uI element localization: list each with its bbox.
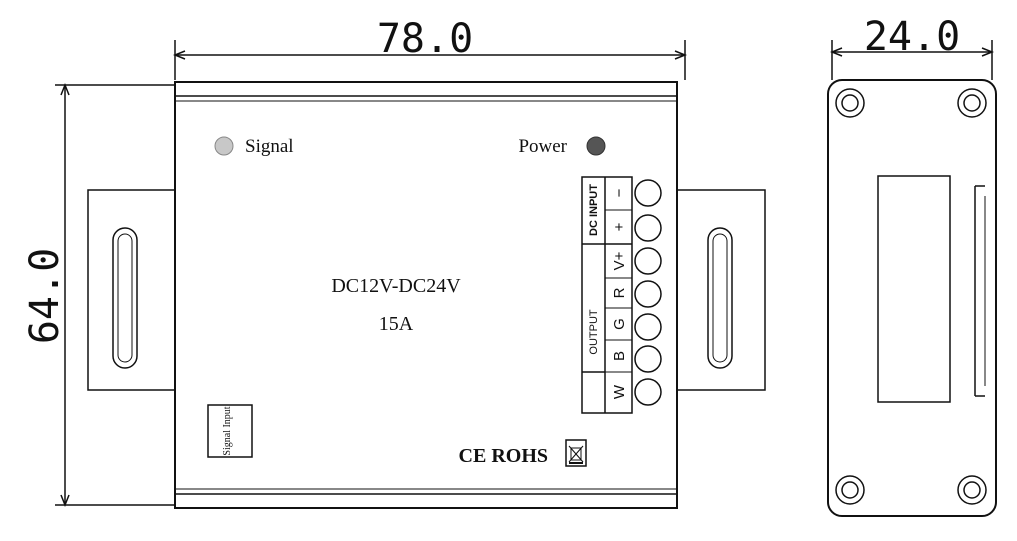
mounting-hole-top-right bbox=[957, 88, 987, 118]
terminal-block bbox=[581, 176, 633, 414]
width-dimension-value: 78.0 bbox=[377, 16, 473, 62]
terminal-screws bbox=[634, 179, 662, 406]
width-dimension bbox=[172, 40, 688, 80]
mounting-hole-bottom-right bbox=[957, 475, 987, 505]
mounting-hole-bottom-left bbox=[835, 475, 865, 505]
terminal-label: W bbox=[611, 384, 628, 399]
terminal-labels: − + V+ R G B W bbox=[611, 188, 628, 399]
terminal-screw-icon bbox=[634, 214, 662, 242]
terminal-screw-icon bbox=[634, 345, 662, 373]
terminal-label: B bbox=[611, 351, 628, 361]
terminal-screw-icon bbox=[634, 378, 662, 406]
output-label: OUTPUT bbox=[588, 309, 600, 355]
height-dimension-value: 64.0 bbox=[22, 248, 68, 344]
dc-input-label: DC INPUT bbox=[588, 184, 600, 236]
terminal-label: + bbox=[611, 222, 628, 231]
height-dimension bbox=[55, 82, 175, 508]
voltage-rating: DC12V-DC24V bbox=[331, 275, 461, 297]
power-led-icon bbox=[586, 136, 606, 156]
signal-label: Signal bbox=[245, 136, 294, 157]
terminal-screw-icon bbox=[634, 179, 662, 207]
mounting-ear-left bbox=[87, 189, 179, 391]
signal-led-icon bbox=[214, 136, 234, 156]
terminal-screw-icon bbox=[634, 313, 662, 341]
signal-input-port: Signal Input bbox=[207, 404, 253, 458]
side-view-body bbox=[827, 79, 997, 517]
terminal-label: − bbox=[611, 188, 628, 197]
terminal-label: R bbox=[611, 287, 628, 298]
mounting-ear-right bbox=[674, 189, 766, 391]
power-label: Power bbox=[518, 136, 567, 157]
depth-dimension-value: 24.0 bbox=[864, 14, 960, 60]
certification-label: CE ROHS bbox=[459, 445, 548, 467]
terminal-label: V+ bbox=[611, 251, 628, 270]
terminal-label: G bbox=[611, 318, 628, 330]
weee-bin-icon bbox=[565, 439, 587, 467]
terminal-screw-icon bbox=[634, 247, 662, 275]
current-rating: 15A bbox=[379, 313, 414, 335]
terminal-screw-icon bbox=[634, 280, 662, 308]
signal-input-label: Signal Input bbox=[222, 406, 233, 455]
mounting-hole-top-left bbox=[835, 88, 865, 118]
depth-dimension bbox=[829, 40, 995, 80]
